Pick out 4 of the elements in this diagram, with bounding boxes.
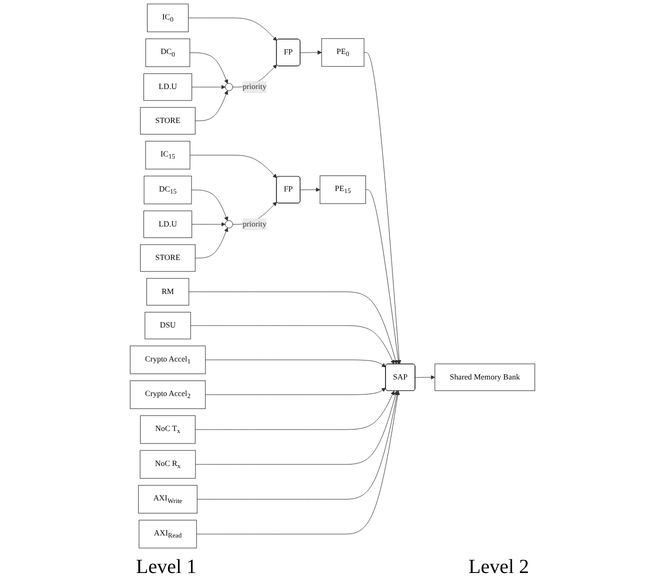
column-label: Level 1 — [136, 556, 197, 579]
column-label: Level 2 — [468, 556, 530, 579]
node-circle — [225, 83, 233, 92]
node-circle — [225, 220, 233, 228]
